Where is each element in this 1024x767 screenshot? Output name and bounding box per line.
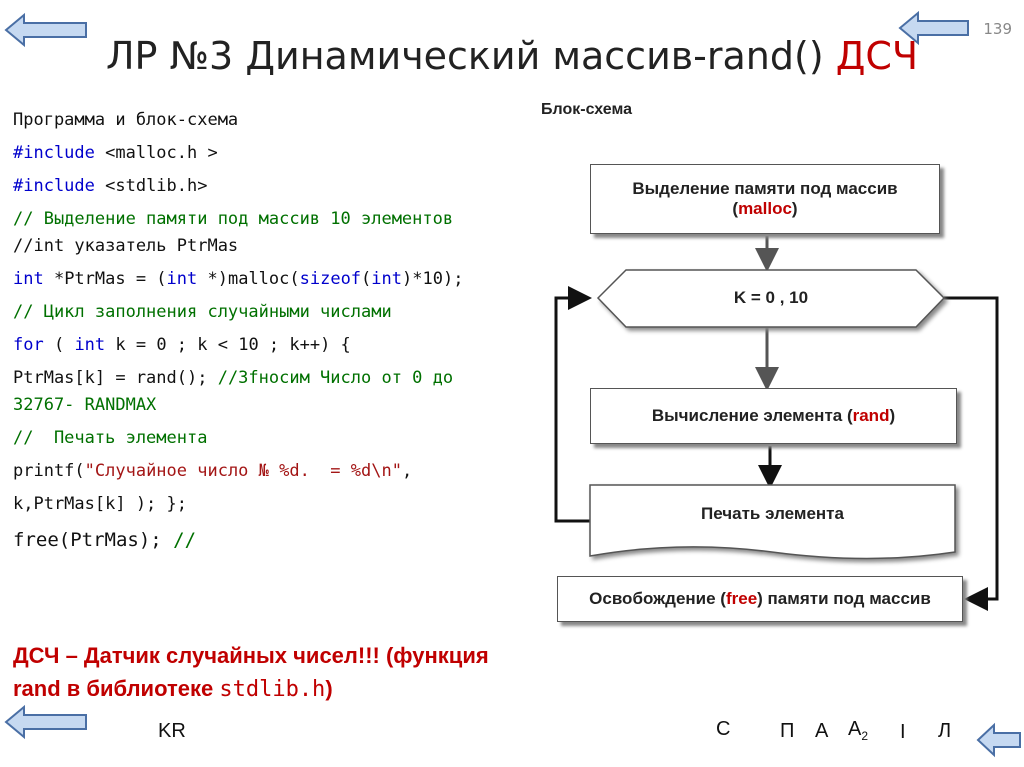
loop-back-arrow — [554, 286, 592, 523]
nav-back-top-right[interactable] — [898, 10, 970, 46]
code-line: for ( int k = 0 ; k < 10 ; k++) { — [13, 335, 351, 355]
code-line: int *PtrMas = (int *)malloc(sizeof(int)*… — [13, 269, 464, 289]
code-line: PtrMas[k] = rand(); //Зfносим Число от 0… — [13, 368, 454, 388]
code-comment: // Печать элемента — [13, 428, 208, 448]
nav-kr[interactable]: KR — [158, 720, 186, 742]
code-line: k,PtrMas[k] ); }; — [13, 494, 187, 514]
arrow-left-icon — [4, 12, 87, 48]
nav-i[interactable]: I — [900, 721, 906, 743]
arrow-left-icon — [4, 704, 87, 740]
code-comment: 32767- RANDMAX — [13, 395, 157, 415]
loop-hexagon — [596, 269, 946, 328]
code-line: #include <stdlib.h> — [13, 176, 208, 196]
nav-l[interactable]: Л — [938, 720, 952, 742]
nav-back-top-left[interactable] — [4, 12, 88, 48]
note-line1: ДСЧ – Датчик случайных чисел!!! (функция — [13, 643, 489, 668]
slide-title-main: ЛР №3 Динамический массив-rand() — [105, 34, 836, 78]
slide-title-accent: ДСЧ — [835, 34, 919, 78]
code-heading: Программа и блок-схема — [13, 110, 239, 130]
page-number: 139 — [983, 20, 1012, 38]
flowchart-title: Блок-схема — [541, 101, 632, 118]
nav-back-bottom-left[interactable] — [4, 704, 88, 740]
code-line: free(PtrMas); // — [13, 529, 197, 551]
nav-a[interactable]: А — [815, 720, 829, 742]
loop-label: K = 0 , 10 — [733, 288, 809, 307]
code-comment: // Выделение памяти под массив 10 элемен… — [13, 209, 454, 229]
code-comment: // Цикл заполнения случайными числами — [13, 302, 392, 322]
arrow-left-icon — [976, 722, 1021, 758]
block-malloc-line2: (malloc) — [732, 199, 798, 218]
block-malloc-line1: Выделение памяти под массив — [632, 179, 898, 198]
block-print-label: Печать элемента — [701, 504, 844, 523]
note-line2: rand в библиотеке stdlib.h) — [13, 676, 333, 702]
code-comment: //int указатель PtrMas — [13, 236, 239, 256]
nav-p[interactable]: П — [780, 720, 795, 742]
nav-a2[interactable]: А2 — [848, 718, 869, 743]
block-free: Освобождение (free) памяти под массив — [557, 576, 963, 622]
nav-back-bottom-right[interactable] — [976, 722, 1022, 758]
slide-title: ЛР №3 Динамический массив-rand() ДСЧ — [0, 34, 1024, 78]
code-line: #include <malloc.h > — [13, 143, 218, 163]
print-block-shape — [589, 484, 956, 560]
code-line: printf("Случайное число № %d. = %d\n", — [13, 461, 413, 481]
loop-exit-arrow — [944, 296, 999, 611]
arrow-left-icon — [898, 10, 969, 46]
nav-c[interactable]: С — [716, 718, 731, 740]
block-rand: Вычисление элемента (rand) — [590, 388, 957, 444]
block-malloc: Выделение памяти под массив (malloc) — [590, 164, 940, 234]
